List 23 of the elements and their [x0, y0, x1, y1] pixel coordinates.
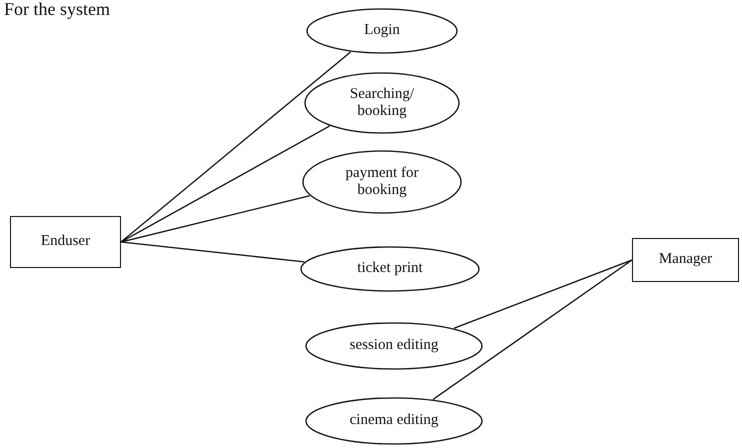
node-label: cinema editing: [348, 412, 440, 430]
use-case-ellipse: [305, 397, 483, 445]
node-label: session editing: [348, 337, 440, 355]
connector-line: [120, 51, 351, 242]
use-case-ellipse: [305, 322, 483, 370]
connector-line: [454, 259, 632, 329]
diagram-title: For the system: [4, 0, 110, 20]
actor-box: [10, 216, 121, 268]
node-label: Enduser: [40, 233, 90, 251]
use-case-ellipse: [302, 150, 462, 214]
use-case-ellipse: [300, 246, 480, 292]
use-case-ellipse: [306, 8, 458, 54]
node-label: Searching/ booking: [348, 86, 416, 120]
node-label: ticket print: [356, 260, 424, 278]
connector-line: [432, 259, 632, 400]
connector-line: [120, 241, 304, 263]
use-case-ellipse: [304, 72, 460, 134]
actor-box: [632, 238, 739, 282]
node-label: payment for booking: [344, 164, 420, 200]
connector-line: [120, 125, 330, 243]
node-label: Login: [363, 22, 401, 40]
node-label: Manager: [658, 251, 712, 269]
connector-line: [120, 195, 310, 243]
